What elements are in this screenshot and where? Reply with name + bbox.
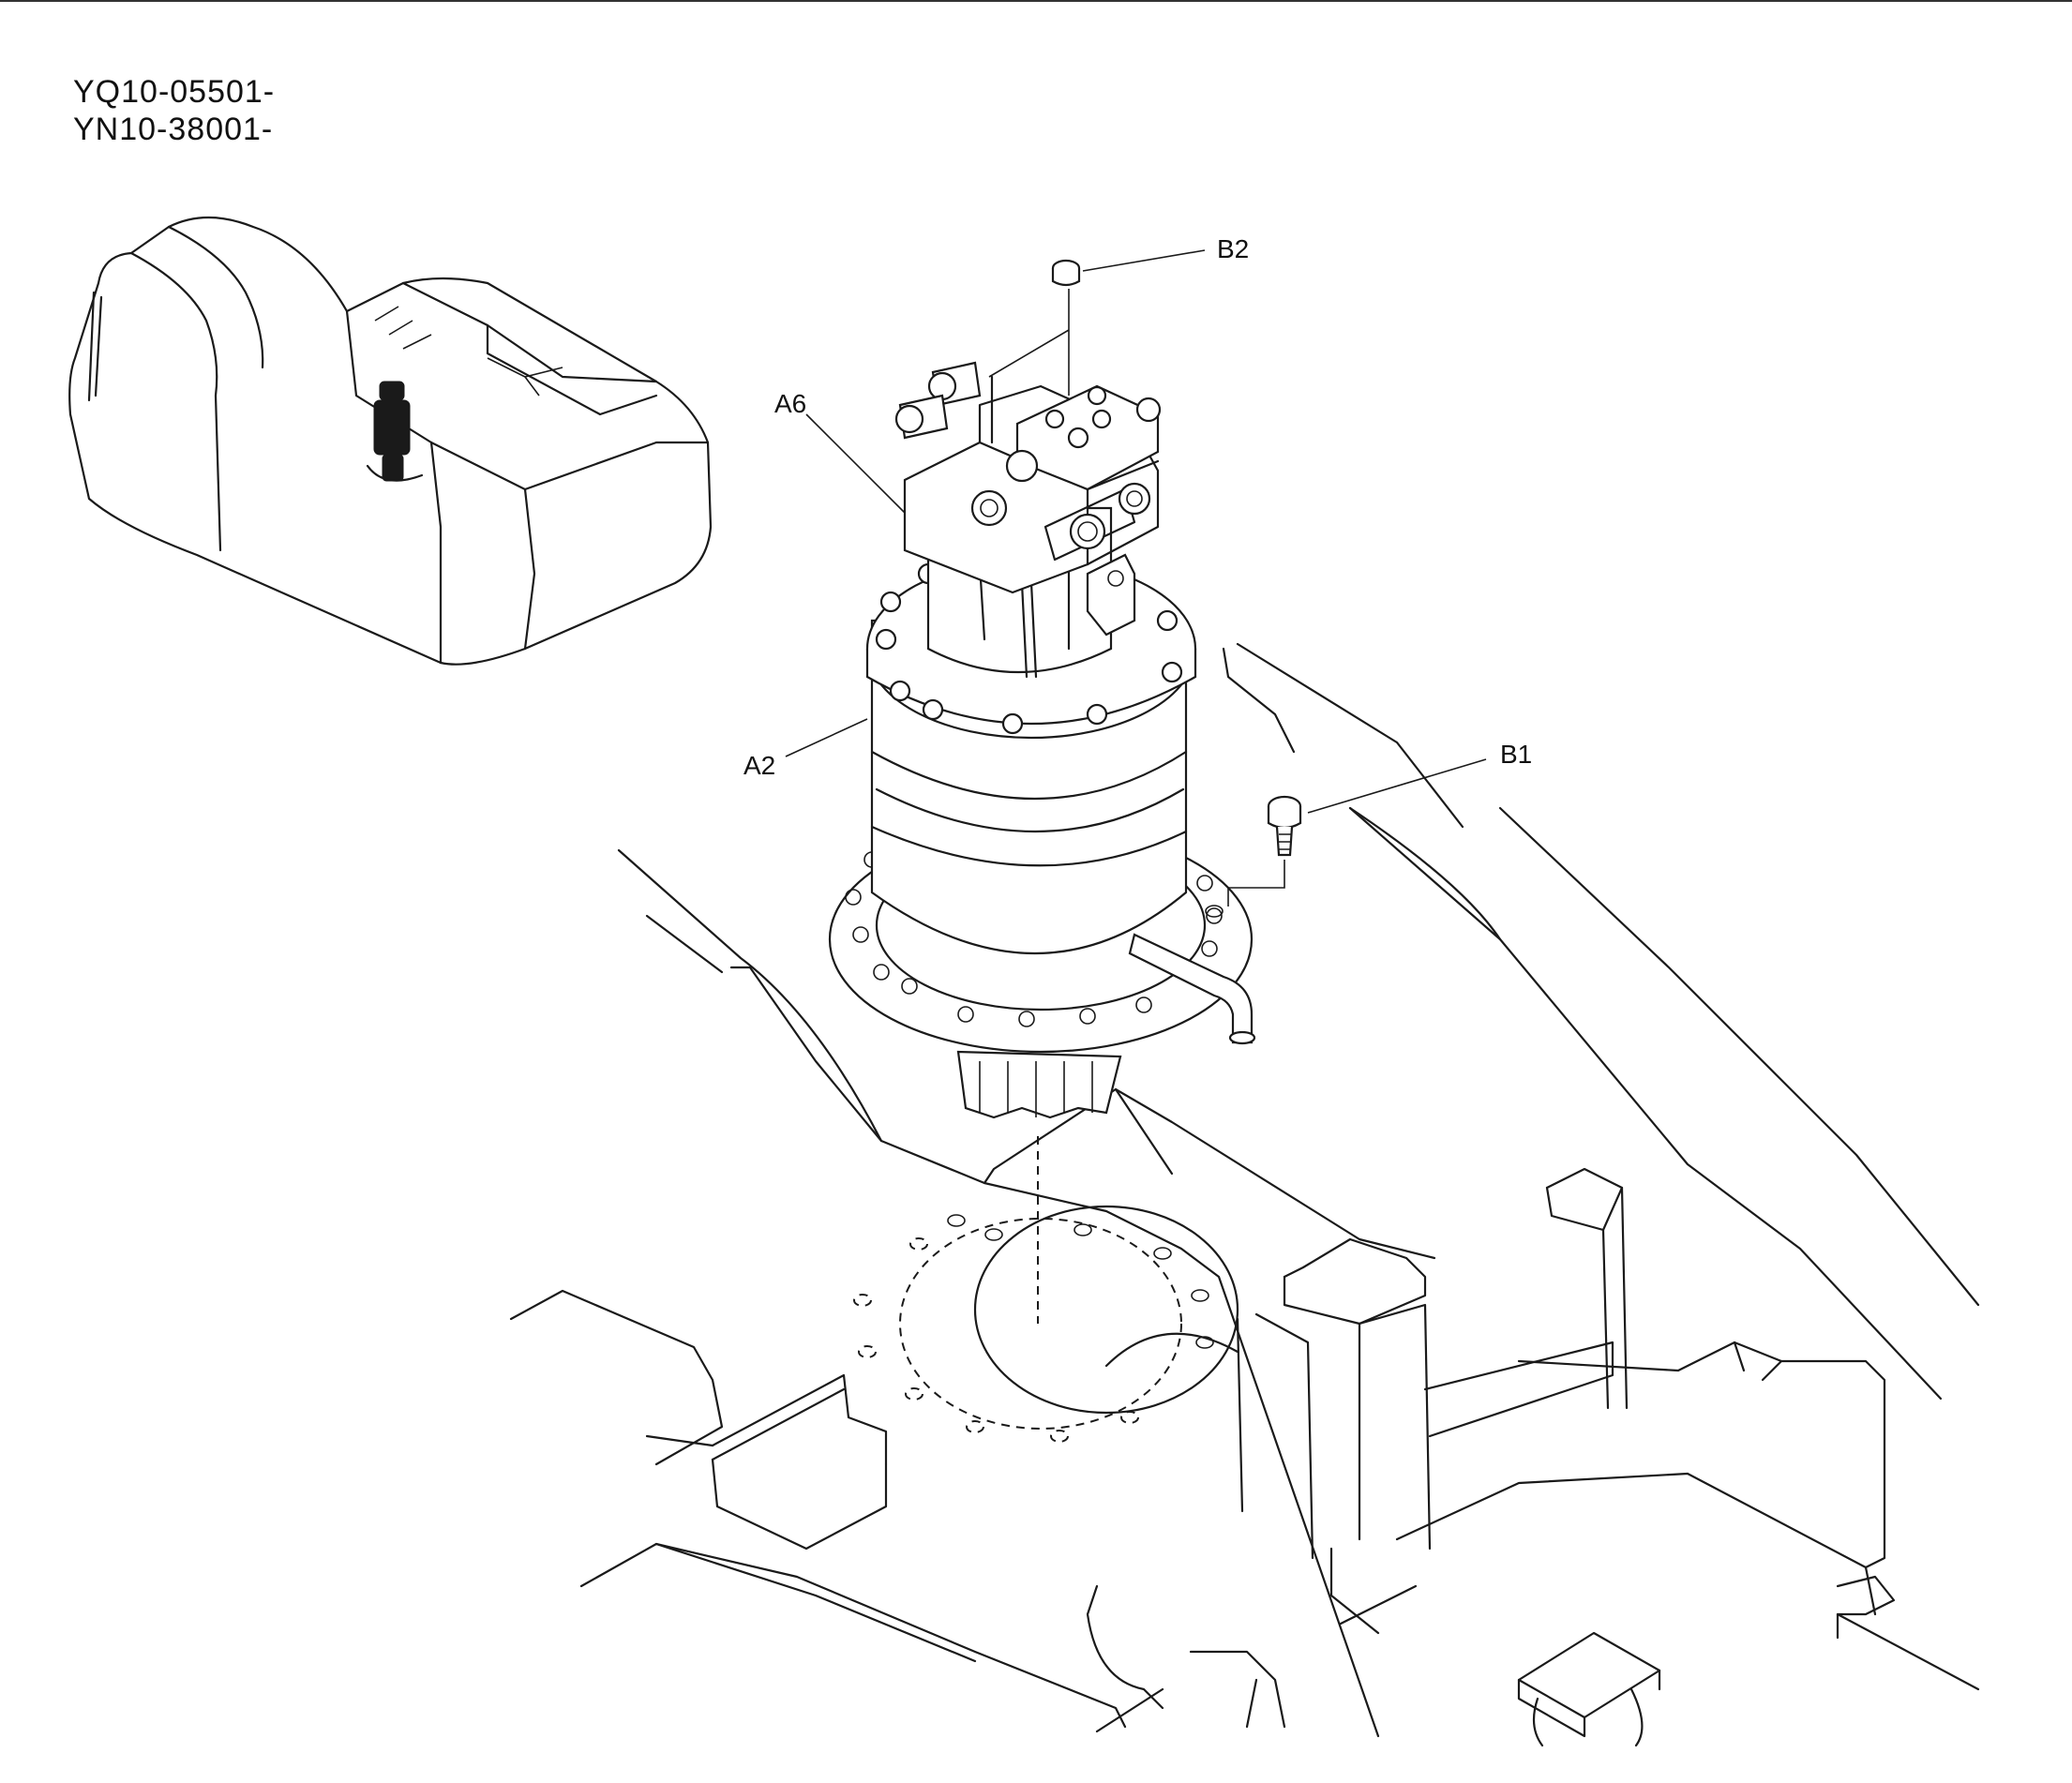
serial-number-block: YQ10-05501- YN10-38001- xyxy=(73,73,275,148)
upper-frame xyxy=(509,642,1980,1747)
callout-leaders xyxy=(785,249,1487,814)
callout-b1: B1 xyxy=(1500,740,1532,769)
mounting-ring xyxy=(853,1136,1239,1443)
callout-a6: A6 xyxy=(774,389,806,418)
drain-pipe xyxy=(1128,933,1256,1045)
serial-number-1: YQ10-05501- xyxy=(73,74,276,110)
pinion-gear xyxy=(956,1050,1122,1119)
bolt-b1 xyxy=(1205,795,1302,918)
callout-a2: A2 xyxy=(743,751,775,780)
locator-thumbnail xyxy=(68,216,713,666)
location-highlight-icon xyxy=(366,381,424,482)
plug-b2 xyxy=(988,259,1081,444)
flange-bolt-holes xyxy=(845,851,1223,1027)
bolt-hole-set xyxy=(853,1214,1214,1443)
hydraulic-fittings xyxy=(894,361,1162,483)
callout-b2: B2 xyxy=(1217,234,1249,263)
swing-motor-assembly xyxy=(828,361,1256,1119)
serial-number-2: YN10-38001- xyxy=(73,112,274,147)
